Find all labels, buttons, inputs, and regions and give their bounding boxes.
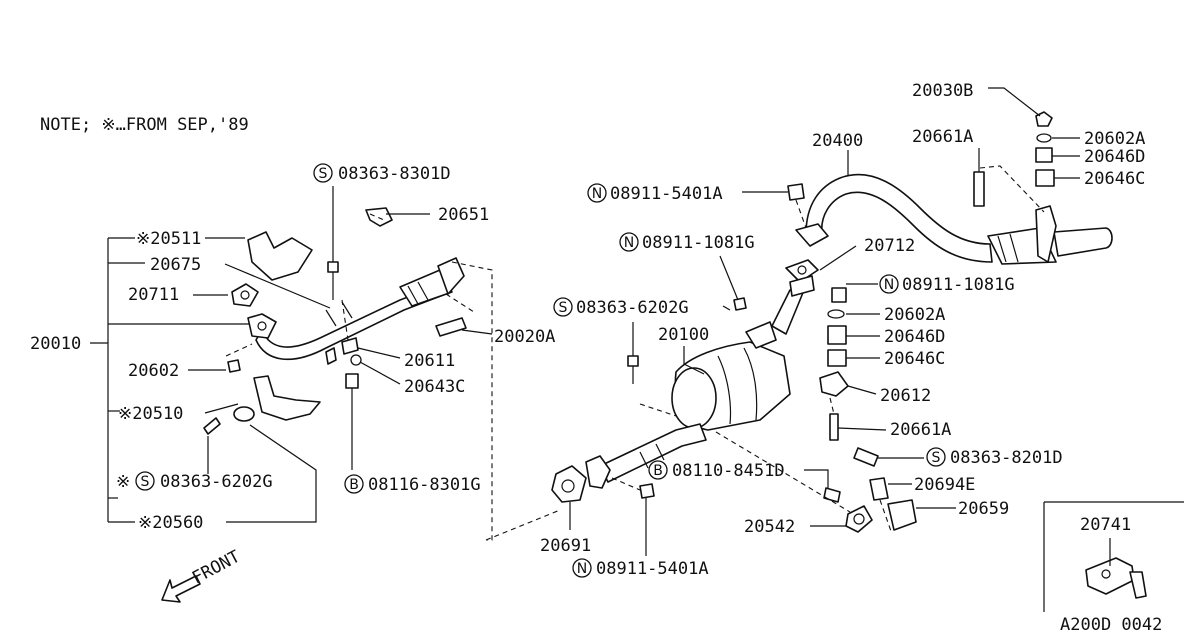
bolt-08363-6202G-mid <box>627 355 639 367</box>
label-20661A-mid: 20661A <box>890 420 951 440</box>
label-20661A-top: 20661A <box>912 127 973 147</box>
bolt-20661A-mid <box>829 413 839 441</box>
bracket-20010 <box>90 237 250 523</box>
center-pipe <box>599 423 707 483</box>
label-08911-1081G-right: 08911-1081G <box>902 275 1015 295</box>
label-20030B: 20030B <box>912 81 973 101</box>
inset-box <box>1043 501 1184 612</box>
washer-20602A-top <box>1036 133 1052 143</box>
mount-20646D-top <box>1035 147 1053 163</box>
label-20643C: 20643C <box>404 377 465 397</box>
hanger-20612 <box>819 371 849 397</box>
mount-20646D-mid <box>827 325 847 345</box>
heat-shield-20511 <box>247 231 313 281</box>
bolt-08116-8301G <box>345 373 359 389</box>
catalog-code: A200D 0042 <box>1060 615 1162 635</box>
label-20010: 20010 <box>30 334 81 354</box>
label-08363-8201D: 08363-8201D <box>950 448 1063 468</box>
label-20712: 20712 <box>864 236 915 256</box>
flange-20712 <box>785 259 819 283</box>
label-20741: 20741 <box>1080 515 1131 535</box>
flange-20691 <box>551 465 587 503</box>
circle-N-2: N <box>624 235 634 251</box>
label-20542: 20542 <box>744 517 795 537</box>
spring-20611 <box>341 337 359 355</box>
label-08911-5401A-bottom: 08911-5401A <box>596 559 709 579</box>
circle-N-4: N <box>577 561 587 577</box>
clamp-20560 <box>233 406 255 422</box>
circle-B-2: B <box>349 477 359 493</box>
nut-08911-1081G-left <box>733 297 747 311</box>
bolt-20661A-top <box>973 171 985 207</box>
label-20694E: 20694E <box>914 475 975 495</box>
mount-20646C-top <box>1035 169 1055 187</box>
gasket-20542 <box>845 505 873 533</box>
label-20511: ※20511 <box>136 229 201 249</box>
mount-20646C-mid <box>827 349 847 367</box>
washer-20602A-mid <box>827 309 845 319</box>
nut-08911-5401A-bottom <box>639 483 655 499</box>
front-arrow-icon <box>161 575 201 603</box>
label-20651: 20651 <box>438 205 489 225</box>
bracket-20659 <box>887 499 917 531</box>
circle-S-3: S <box>319 166 328 182</box>
circle-B-1: B <box>653 463 663 479</box>
bolt-20020A <box>435 317 467 337</box>
bolt-08363-6202G-left <box>203 417 221 435</box>
mark-08363-6202G-left: ※ <box>116 472 130 492</box>
nut-20602 <box>227 359 241 373</box>
muffler-20100 <box>671 321 791 431</box>
mid-pipe <box>771 289 805 335</box>
label-20020A: 20020A <box>494 327 555 347</box>
gasket-20711 <box>231 283 259 307</box>
label-20675: 20675 <box>150 255 201 275</box>
bolt-08363-8301D <box>327 261 339 273</box>
circle-N-1: N <box>592 186 602 202</box>
bracket-20694E <box>869 477 889 501</box>
label-20646C-mid: 20646C <box>884 349 945 369</box>
label-08911-1081G-left: 08911-1081G <box>642 233 755 253</box>
circle-S-1: S <box>559 300 568 316</box>
front-pipe-20010 <box>247 257 465 361</box>
label-20646D-top: 20646D <box>1084 147 1145 167</box>
label-20646D-mid: 20646D <box>884 327 945 347</box>
label-20611: 20611 <box>404 351 455 371</box>
label-20602A-top: 20602A <box>1084 129 1145 149</box>
label-20510: ※20510 <box>118 404 183 424</box>
circle-S-2: S <box>932 450 941 466</box>
nut-08911-5401A-top <box>787 183 805 201</box>
label-20691: 20691 <box>540 536 591 556</box>
label-08911-5401A-top: 08911-5401A <box>610 184 723 204</box>
label-20560: ※20560 <box>138 513 203 533</box>
bracket-20651 <box>365 207 393 227</box>
label-08116-8301G: 08116-8301G <box>368 475 481 495</box>
tail-pipe-20400 <box>805 173 1113 265</box>
circle-S-4: S <box>141 474 150 490</box>
bolt-08363-8201D <box>853 447 879 467</box>
label-20602: 20602 <box>128 361 179 381</box>
label-20659: 20659 <box>958 499 1009 519</box>
front-label: FRONT <box>189 547 244 589</box>
label-20100: 20100 <box>658 325 709 345</box>
label-08110-8451D: 08110-8451D <box>672 461 785 481</box>
label-08363-6202G-left: 08363-6202G <box>160 472 273 492</box>
heat-shield-20510 <box>253 375 321 421</box>
label-20602A-mid: 20602A <box>884 305 945 325</box>
nut-08911-1081G-right <box>831 287 847 303</box>
label-20612: 20612 <box>880 386 931 406</box>
washer-20643C <box>350 354 362 366</box>
label-08363-8301D: 08363-8301D <box>338 164 451 184</box>
label-20646C-top: 20646C <box>1084 169 1145 189</box>
label-20711: 20711 <box>128 285 179 305</box>
bolt-08110-8451D <box>823 487 841 503</box>
note-text: NOTE; ※…FROM SEP,'89 <box>40 115 249 135</box>
label-20400: 20400 <box>812 131 863 151</box>
circle-N-3: N <box>884 277 894 293</box>
label-08363-6202G-mid: 08363-6202G <box>576 298 689 318</box>
